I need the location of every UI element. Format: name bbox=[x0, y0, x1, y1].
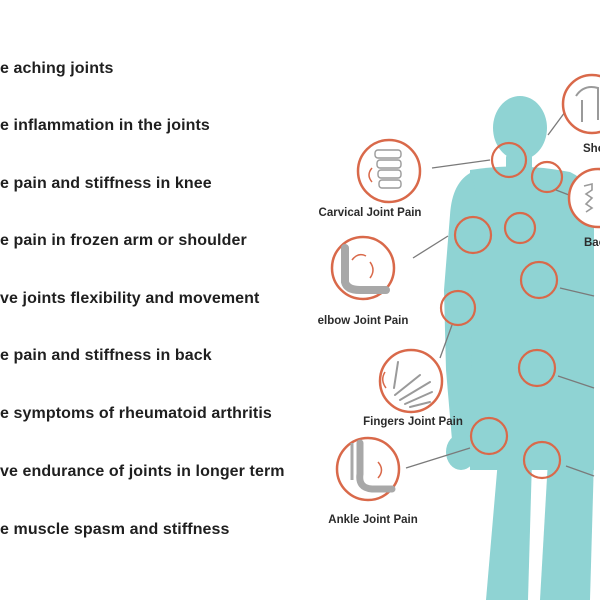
hip-ring bbox=[517, 348, 557, 388]
chest-ring bbox=[503, 211, 537, 245]
fingers-callout: Fingers Joint Pain bbox=[363, 348, 463, 428]
fingers-label: Fingers Joint Pain bbox=[363, 416, 463, 428]
benefit-item: e aching joints bbox=[0, 60, 114, 77]
benefit-item: ve endurance of joints in longer term bbox=[0, 463, 285, 480]
human-body-silhouette bbox=[444, 96, 594, 600]
benefit-item: e inflammation in the joints bbox=[0, 117, 210, 134]
ankle-callout: Ankle Joint Pain bbox=[328, 436, 418, 526]
benefit-item: ve joints flexibility and movement bbox=[0, 290, 260, 307]
hand-ring bbox=[469, 416, 509, 456]
leader-lines bbox=[405, 111, 595, 477]
benefit-item: e pain in frozen arm or shoulder bbox=[0, 232, 247, 249]
cervical-label: Carvical Joint Pain bbox=[319, 207, 422, 219]
shoulder-label: Sho bbox=[583, 143, 600, 155]
neck-ring bbox=[490, 141, 528, 179]
elbow-callout: elbow Joint Pain bbox=[318, 235, 409, 327]
left-shoulder-ring bbox=[453, 215, 493, 255]
right-shoulder-ring bbox=[530, 160, 564, 194]
elbow-label: elbow Joint Pain bbox=[318, 315, 409, 327]
benefit-item: e pain and stiffness in knee bbox=[0, 175, 212, 192]
benefit-item: e pain and stiffness in back bbox=[0, 347, 212, 364]
body-point-rings bbox=[439, 141, 564, 480]
benefit-item: e muscle spasm and stiffness bbox=[0, 521, 230, 538]
back-callout: Bac bbox=[567, 167, 600, 249]
cervical-callout: Carvical Joint Pain bbox=[319, 138, 422, 219]
benefit-item: e symptoms of rheumatoid arthritis bbox=[0, 405, 272, 422]
shoulder-callout: Sho bbox=[561, 73, 600, 155]
back-label: Bac bbox=[584, 237, 600, 249]
benefits-list: e aching joints e inflammation in the jo… bbox=[0, 60, 285, 538]
elbow-ring bbox=[439, 289, 477, 327]
back-ring bbox=[519, 260, 559, 300]
ankle-label: Ankle Joint Pain bbox=[328, 514, 417, 526]
knee-ring bbox=[522, 440, 562, 480]
